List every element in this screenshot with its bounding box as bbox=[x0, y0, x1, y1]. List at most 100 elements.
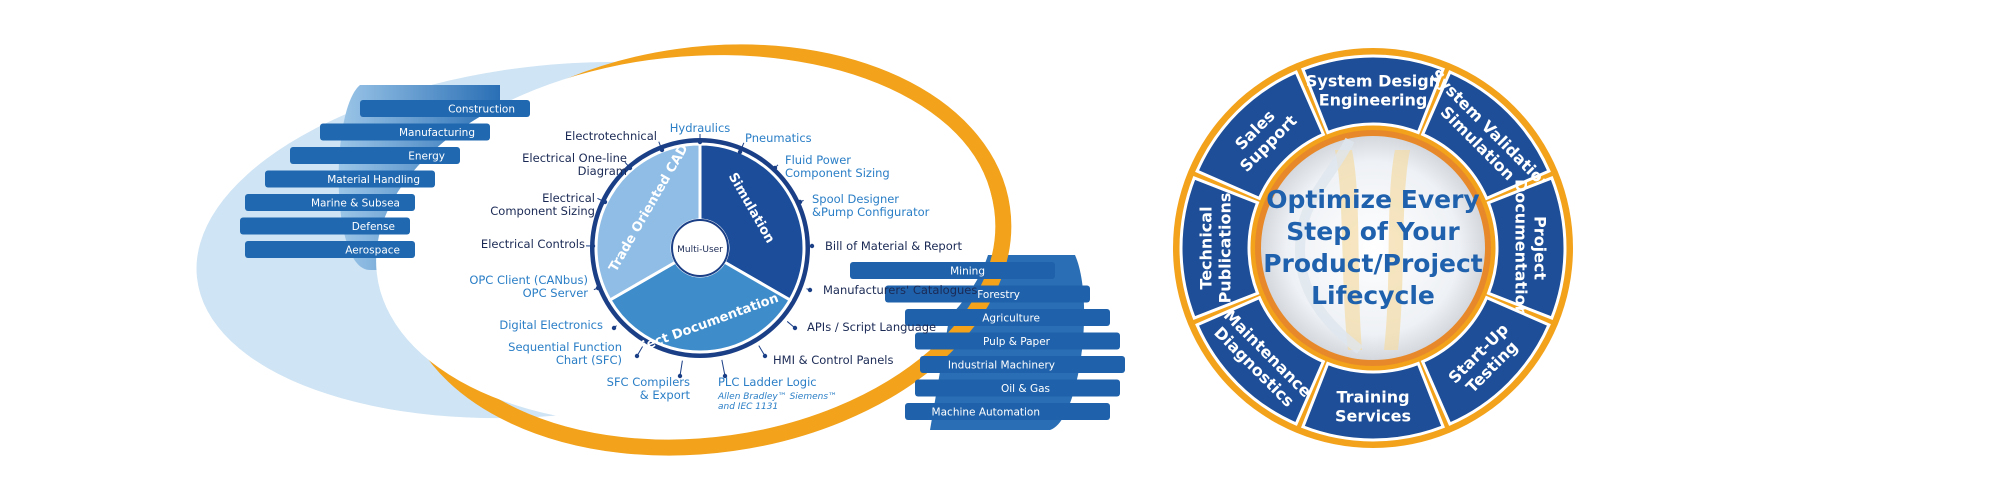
segment-shape bbox=[1486, 175, 1567, 321]
function-label-line: HMI & Control Panels bbox=[773, 353, 893, 367]
band-bar bbox=[320, 123, 490, 141]
industry-band-energy: Energy bbox=[290, 147, 460, 164]
spoke-dot bbox=[697, 139, 703, 145]
function-label-line: Manufacturers' Catalogues bbox=[823, 283, 977, 297]
spoke-line bbox=[679, 360, 683, 377]
band-label: Energy bbox=[408, 151, 445, 163]
spoke-dot bbox=[762, 353, 768, 359]
function-label-line: Electrical One-line bbox=[522, 151, 627, 165]
segment-shape bbox=[1300, 54, 1446, 135]
band-bar bbox=[915, 379, 1120, 397]
center-hub-label: Multi-User bbox=[677, 245, 723, 255]
segment-shape bbox=[1420, 295, 1551, 426]
function-label-line: Digital Electronics bbox=[499, 318, 603, 332]
function-label-line: Electrical bbox=[542, 191, 595, 205]
spoke-dot bbox=[792, 325, 798, 331]
segment-shape bbox=[1195, 70, 1326, 201]
spoke-dot bbox=[677, 373, 683, 379]
function-label-line: &Pump Configurator bbox=[812, 205, 930, 219]
function-label-line: OPC Client (CANbus) bbox=[469, 273, 588, 287]
segment-label-line: Documentation bbox=[1512, 179, 1531, 317]
industry-band-aerospace: Aerospace bbox=[245, 241, 415, 258]
band-label: Machine Automation bbox=[932, 407, 1040, 419]
spoke-dot bbox=[590, 243, 596, 249]
industry-band-industrial-machinery: Industrial Machinery bbox=[920, 356, 1125, 373]
function-bill-of-material-report: Bill of Material & Report bbox=[825, 239, 962, 253]
spoke-dot bbox=[797, 199, 803, 205]
spoke-dot bbox=[722, 373, 728, 379]
band-bar bbox=[240, 217, 410, 235]
spoke-dot bbox=[627, 165, 633, 171]
spoke-dot bbox=[659, 147, 665, 153]
spoke-dot bbox=[634, 353, 640, 359]
spoke-line bbox=[721, 359, 726, 377]
band-label: Forestry bbox=[977, 289, 1020, 301]
spoke-dot bbox=[809, 243, 815, 249]
function-sfc-compilers: SFC Compilers& Export bbox=[607, 375, 691, 402]
function-digital-electronics: Digital Electronics bbox=[499, 318, 603, 332]
function-label-line: Pneumatics bbox=[745, 131, 812, 145]
hub-title: Optimize Every Step of Your Product/Proj… bbox=[1263, 185, 1483, 310]
band-label: Material Handling bbox=[327, 174, 420, 186]
segment-label-line: Training bbox=[1336, 388, 1409, 407]
band-bar bbox=[915, 332, 1120, 350]
hub-watermark-right bbox=[1384, 150, 1410, 350]
function-label-line: Diagram bbox=[578, 164, 627, 178]
function-label-line: and IEC 1131 bbox=[718, 402, 778, 412]
function-spool-designer: Spool Designer&Pump Configurator bbox=[812, 192, 930, 219]
hub-watermark-arc bbox=[1294, 137, 1364, 354]
function-label-line: Bill of Material & Report bbox=[825, 239, 962, 253]
segment-label-line: System Design bbox=[1306, 72, 1440, 91]
industry-band-construction: Construction bbox=[360, 100, 530, 117]
segment-label-line: Publications bbox=[1216, 193, 1235, 304]
function-hydraulics: Hydraulics bbox=[670, 121, 731, 135]
function-label-line: & Export bbox=[640, 388, 691, 402]
function-label-line: OPC Server bbox=[523, 286, 589, 300]
band-label: Industrial Machinery bbox=[948, 360, 1055, 372]
band-bar bbox=[885, 285, 1090, 303]
segment-label-line: Project bbox=[1531, 216, 1550, 280]
band-label: Agriculture bbox=[982, 313, 1040, 325]
center-hub bbox=[671, 219, 729, 277]
function-label-line: PLC Ladder Logic bbox=[718, 375, 817, 389]
band-label: Marine & Subsea bbox=[311, 198, 400, 210]
hub-title-line-2: Step of Your bbox=[1286, 217, 1460, 246]
function-label-line: Chart (SFC) bbox=[556, 353, 622, 367]
segment-shape bbox=[1179, 175, 1260, 321]
spoke-dot bbox=[772, 165, 778, 171]
function-apis-script-language: APIs / Script Language bbox=[807, 320, 936, 334]
band-bar bbox=[245, 194, 415, 211]
function-label-line: Electrotechnical bbox=[565, 129, 657, 143]
industry-band-mining: Mining bbox=[850, 262, 1055, 279]
band-label: Oil & Gas bbox=[1001, 383, 1050, 395]
function-label-line: Spool Designer bbox=[812, 192, 899, 206]
band-bar bbox=[360, 100, 530, 117]
band-label: Aerospace bbox=[345, 245, 400, 257]
industry-band-defense: Defense bbox=[240, 217, 410, 235]
industry-band-pulp-paper: Pulp & Paper bbox=[915, 332, 1120, 350]
band-bar bbox=[920, 356, 1125, 373]
hub-disc bbox=[1261, 136, 1485, 360]
band-bar bbox=[905, 309, 1110, 326]
function-label-line: SFC Compilers bbox=[607, 375, 690, 389]
industry-band-machine-automation: Machine Automation bbox=[905, 403, 1110, 420]
hub-title-line-1: Optimize Every bbox=[1266, 185, 1479, 214]
band-bar bbox=[265, 170, 435, 188]
function-label-line: Allen Bradley™ Siemens™ bbox=[717, 392, 837, 402]
function-hmi-control-panels: HMI & Control Panels bbox=[773, 353, 893, 367]
industry-band-agriculture: Agriculture bbox=[905, 309, 1110, 326]
band-label: Pulp & Paper bbox=[983, 336, 1051, 348]
industry-bands-left: ConstructionManufacturingEnergyMaterial … bbox=[240, 100, 530, 258]
function-spokes bbox=[586, 134, 815, 379]
function-label-line: Sequential Function bbox=[508, 340, 622, 354]
segment-shape bbox=[1195, 295, 1326, 426]
